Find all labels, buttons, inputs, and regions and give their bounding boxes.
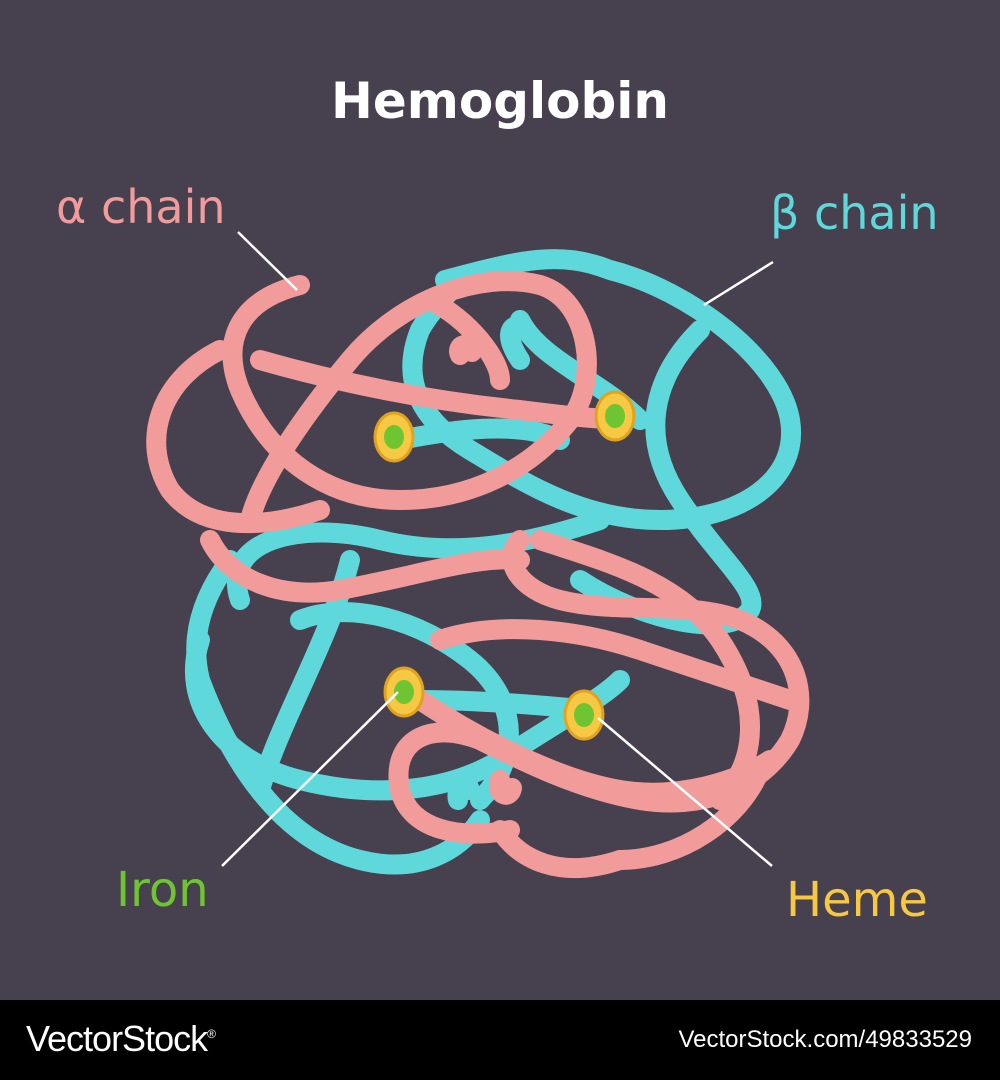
heme-group [594,390,636,442]
iron-leader-line [221,691,399,867]
alpha-chain-lower [388,530,810,878]
beta-leader-line [703,260,774,307]
brand-name: VectorStock [26,1018,208,1059]
alpha-chain-label: α chain [56,180,226,234]
beta-chain-upper [390,249,802,635]
heme-group [563,689,605,741]
registered-mark: ® [207,1027,216,1041]
hemoglobin-diagram: Hemoglobin α chain β chain Iron Heme [56,72,939,928]
iron-atom [605,404,625,428]
iron-atom [384,425,404,449]
hemoglobin-molecule-illustration [146,231,810,878]
heme-group [373,411,415,463]
iron-label: Iron [116,862,209,918]
heme-group [383,666,425,718]
heme-leader-line [597,717,773,867]
alpha-chain-upper [146,271,620,603]
heme-label: Heme [786,872,928,928]
iron-atom [574,703,594,727]
brand-logo: VectorStock® [26,1018,216,1060]
alpha-leader-line [237,231,298,291]
iron-atom [394,680,414,704]
beta-chain-label: β chain [770,186,939,240]
diagram-title: Hemoglobin [330,72,669,130]
image-id: VectorStock.com/49833529 [678,1026,972,1053]
watermark-footer: VectorStock® VectorStock.com/49833529 [0,1000,1000,1080]
